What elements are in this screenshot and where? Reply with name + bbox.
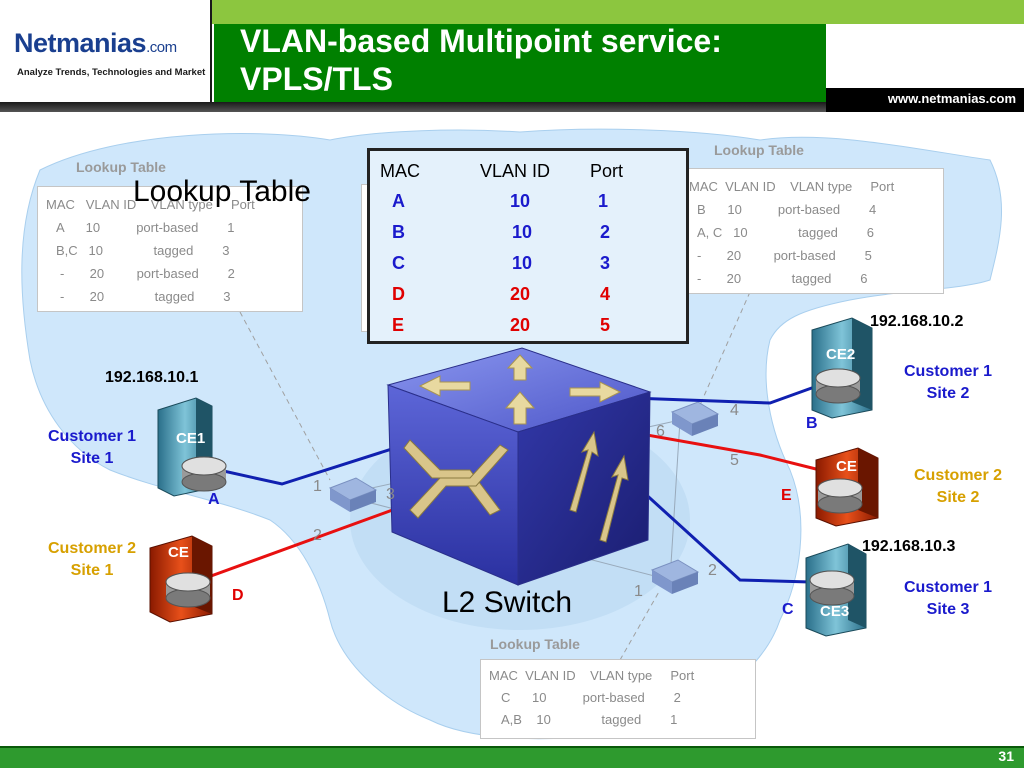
ce2-label: CE2 [826,346,856,363]
ced-router-icon [165,572,211,608]
bottom-table-connector [619,589,661,661]
main-table-vlan: 20 [510,315,531,335]
main-table-vlan: 10 [510,191,531,211]
l2-switch-label: L2 Switch [442,586,573,619]
bg-switch-left [328,477,378,512]
right-table-row: - 20 tagged 6 [697,271,868,286]
right-lookup-table: MAC VLAN ID VLAN type Port B 10 port-bas… [682,168,944,294]
left-table-connector [239,311,331,481]
bottom-table-row: A,B 10 tagged 1 [501,712,678,727]
main-table-mac: E [392,315,405,335]
right-table-row: A, C 10 tagged 6 [697,225,875,240]
logo-box [0,0,212,102]
main-table-vlan: 10 [512,222,533,242]
mac-label-e: E [781,487,792,504]
hidden-table-edge [361,184,372,332]
left-lookup-table: MAC VLAN ID VLAN type Port A 10 port-bas… [37,186,303,312]
right-table-connector [699,291,751,406]
main-table-vlan: 20 [510,284,531,304]
port-label: 2 [313,527,322,544]
ce1-router-icon [181,456,227,492]
bottom-table-row: C 10 port-based 2 [501,690,681,705]
right-table-row: - 20 port-based 5 [697,248,872,263]
main-table-port: 1 [598,191,609,211]
customer1-site3-label: Customer 1 Site 3 [903,579,993,618]
ced-label: CE [168,544,189,561]
cee-label: CE [836,458,857,475]
port-label: 2 [708,562,717,579]
link-ced-switch [199,498,421,582]
bg-switch-bottom [650,559,700,594]
main-table-header-port: Port [590,161,624,181]
mac-label-c: C [782,601,794,618]
port-label: 3 [386,486,395,503]
main-table-mac: A [392,191,405,211]
ce2-router-icon [815,368,861,404]
ce1-ip: 192.168.10.1 [105,369,199,386]
title-line-2: VPLS/TLS [240,61,393,97]
ce3-router-icon [809,570,855,606]
main-table-header-vlan: VLAN ID [480,161,551,181]
main-table-vlan: 10 [512,253,533,273]
header-rule [0,102,826,112]
port-label: 5 [730,452,739,469]
customer2-site2-label: Customer 2 Site 2 [913,467,1003,506]
right-table-header: MAC VLAN ID VLAN type Port [689,179,895,194]
port-label: 6 [656,423,665,440]
left-table-row: A 10 port-based 1 [56,220,235,235]
cee-router-icon [817,478,863,514]
mac-label-d: D [232,587,244,604]
main-table-header-mac: MAC [380,161,420,181]
left-table-row: - 20 port-based 2 [60,266,235,281]
main-table-mac: B [392,222,405,242]
slide-title: VLAN-based Multipoint service: VPLS/TLS [240,22,840,98]
right-table-row: B 10 port-based 4 [697,202,877,217]
mac-label-b: B [806,415,818,432]
title-background [214,24,826,102]
main-table-port: 2 [600,222,611,242]
ce3-ip: 192.168.10.3 [862,538,956,555]
ce2-ip: 192.168.10.2 [870,313,964,330]
right-table-title: Lookup Table [714,142,804,158]
title-band [212,0,1024,24]
ce3-label: CE3 [820,603,850,620]
bottom-table-title: Lookup Table [490,636,580,652]
left-table-header: MAC VLAN ID VLAN type Port [46,197,255,212]
main-table-port: 5 [600,315,611,335]
customer1-site2-label: Customer 1 Site 2 [903,363,993,402]
page-number: 31 [998,748,1014,764]
main-lookup-table: MAC VLAN ID Port A 10 1 B 10 2 C 10 3 D … [367,148,689,344]
url-bar [826,88,1024,112]
footer-bar [0,746,1024,768]
port-label: 1 [313,478,322,495]
logo-tagline: Analyze Trends, Technologies and Market [17,67,206,78]
main-table-mac: D [392,284,405,304]
link-switch-ce3 [628,478,811,584]
ce1-label: CE1 [176,430,206,447]
title-line-1: VLAN-based Multipoint service: [240,23,722,59]
link-switch-cee [629,430,821,472]
bg-switch-right [670,401,720,436]
l2-switch-cube [386,347,652,586]
site-url: www.netmanias.com [887,91,1016,106]
logo: Netmanias.com [14,28,177,59]
left-table-title: Lookup Table [76,159,166,175]
bottom-lookup-table: MAC VLAN ID VLAN type Port C 10 port-bas… [480,659,756,739]
customer2-site1-label: Customer 2 Site 1 [47,540,137,579]
port-label: 4 [730,402,739,419]
logo-main-text: Netmanias [14,28,147,58]
main-table-port: 3 [600,253,611,273]
bottom-table-header: MAC VLAN ID VLAN type Port [489,668,695,683]
left-table-row: B,C 10 tagged 3 [56,243,230,258]
mac-label-a: A [208,491,220,508]
link-ce1-switch [209,438,421,486]
lookup-table-heading: Lookup Table [133,175,311,208]
port-label: 1 [634,583,643,600]
logo-suffix: .com [146,39,177,56]
main-table-mac: C [392,253,405,273]
link-switch-ce2 [629,383,821,405]
left-table-row: - 20 tagged 3 [60,289,231,304]
main-table-port: 4 [600,284,611,304]
customer1-site1-label: Customer 1 Site 1 [47,428,137,467]
